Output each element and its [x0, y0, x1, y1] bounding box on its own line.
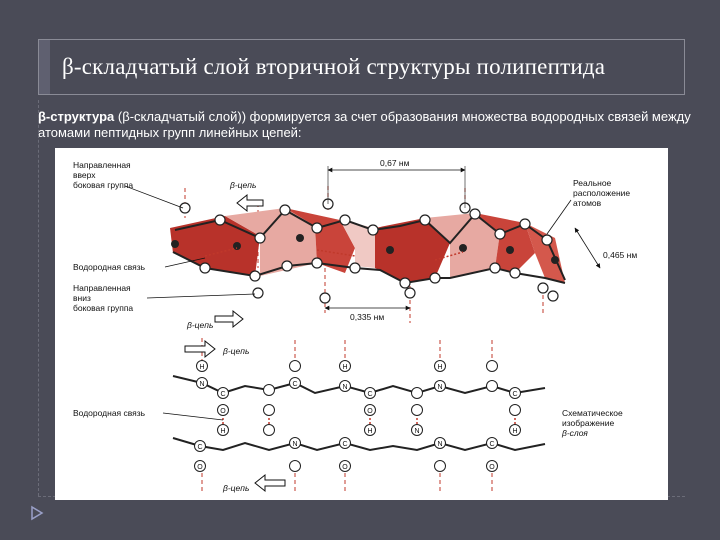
dim-0335: 0,335 нм [350, 312, 384, 322]
label-schematic-2: изображение [562, 418, 614, 428]
atom-l2: O [197, 464, 203, 471]
atom-l6: O [342, 464, 348, 471]
intro-text: β-структура (β-складчатый слой)) формиру… [38, 109, 698, 140]
pleat-plane-8 [525, 223, 565, 283]
dim-line-0465 [574, 227, 601, 269]
atom-u6: N [342, 384, 347, 391]
atom-l9: C [489, 441, 494, 448]
atom-l3: H [220, 428, 225, 435]
schematic-atoms [194, 360, 521, 472]
schematic-backbone-2 [172, 437, 546, 452]
label-beta-chain-top: β-цепь [222, 346, 249, 356]
slide-bullet-icon [31, 505, 44, 521]
atom-l1: C [197, 444, 202, 451]
atom-u4: O [220, 408, 226, 415]
pleat-plane-7 [475, 213, 535, 273]
arrow-right-icon [214, 309, 244, 329]
label-down-sidechain-2: вниз [73, 293, 91, 303]
atom-u5: C [292, 381, 297, 388]
title-accent-bar [38, 39, 50, 95]
atom-l10: O [489, 464, 495, 471]
schematic-atom-letters: H N C O C N H C O N H C C O H N C O N H … [197, 364, 517, 471]
atom-l7: N [437, 441, 442, 448]
atom-l8: H [367, 428, 372, 435]
slide-rule-vertical [38, 100, 39, 496]
label-real-position-3: атомов [573, 198, 602, 208]
pleat-plane-4 [340, 220, 375, 268]
slide-title: β-складчатый слой вторичной структуры по… [62, 54, 606, 79]
atom-l5: C [342, 441, 347, 448]
label-schematic-3: β-слоя [561, 428, 588, 438]
schematic-beta-sheet: H N C O C N H C O N H C C O H N C O N H … [172, 338, 546, 493]
label-schematic-1: Схематическое [562, 408, 623, 418]
leader-hbond-bottom [162, 412, 224, 421]
leader-hbond-top [164, 257, 206, 268]
atom-u3: C [220, 391, 225, 398]
atom-spheres [179, 198, 559, 304]
atom-l12: N [414, 428, 419, 435]
label-beta-chain-2: β-цепь [186, 320, 213, 330]
schematic-backbone-1 [172, 375, 546, 395]
arrow-left-icon [236, 193, 264, 213]
bottom-labels: β-цепь Водородная связь Схематическое из… [73, 339, 623, 493]
label-up-sidechain-1: Направленная [73, 160, 131, 170]
intro-term: β-структура [38, 109, 115, 124]
atom-u7: H [342, 364, 347, 371]
label-up-sidechain-2: вверх [73, 170, 96, 180]
dim-0465: 0,465 нм [603, 250, 637, 260]
top-labels: Направленная вверх боковая группа β-цепь… [73, 158, 637, 330]
atom-u2: N [199, 381, 204, 388]
atom-u9: O [367, 408, 373, 415]
atom-l4: N [292, 441, 297, 448]
arrow-right-icon-bottom [184, 339, 216, 359]
pleat-plane-3 [285, 208, 355, 273]
atom-l11: H [512, 428, 517, 435]
leader-real-position [546, 199, 572, 235]
atom-u1: H [199, 364, 204, 371]
beta-sheet-diagram: Направленная вверх боковая группа β-цепь… [73, 158, 637, 493]
pleat-plane-5 [375, 218, 450, 283]
label-real-position-1: Реальное [573, 178, 612, 188]
atom-u8: C [367, 391, 372, 398]
schematic-side-chain-dashes [201, 338, 493, 493]
label-down-sidechain-1: Направленная [73, 283, 131, 293]
title-box [38, 39, 685, 95]
atom-u12: C [512, 391, 517, 398]
label-hbond-top: Водородная связь [73, 262, 146, 272]
label-down-sidechain-3: боковая группа [73, 303, 133, 313]
leader-down-sidechain [146, 293, 256, 299]
label-hbond-bottom: Водородная связь [73, 408, 146, 418]
atom-u11: H [437, 364, 442, 371]
intro-description: (β-складчатый слой)) формируется за счет… [38, 109, 691, 140]
hydrogen-bond-dots [204, 247, 464, 261]
atom-dark-spheres [171, 234, 559, 264]
label-real-position-2: расположение [573, 188, 630, 198]
beta-sheet-figure: Направленная вверх боковая группа β-цепь… [55, 148, 668, 500]
dim-067: 0,67 нм [380, 158, 410, 168]
label-beta-chain-bottom: β-цепь [222, 483, 249, 493]
backbone-upper [174, 208, 566, 281]
pleat-plane-2 [225, 208, 317, 276]
atom-u10: N [437, 384, 442, 391]
label-up-sidechain-3: боковая группа [73, 180, 133, 190]
leader-up-sidechain [124, 185, 184, 209]
label-beta-chain-1: β-цепь [229, 180, 256, 190]
pleated-sheet-3d [170, 186, 566, 323]
arrow-left-icon-bottom [254, 473, 286, 493]
